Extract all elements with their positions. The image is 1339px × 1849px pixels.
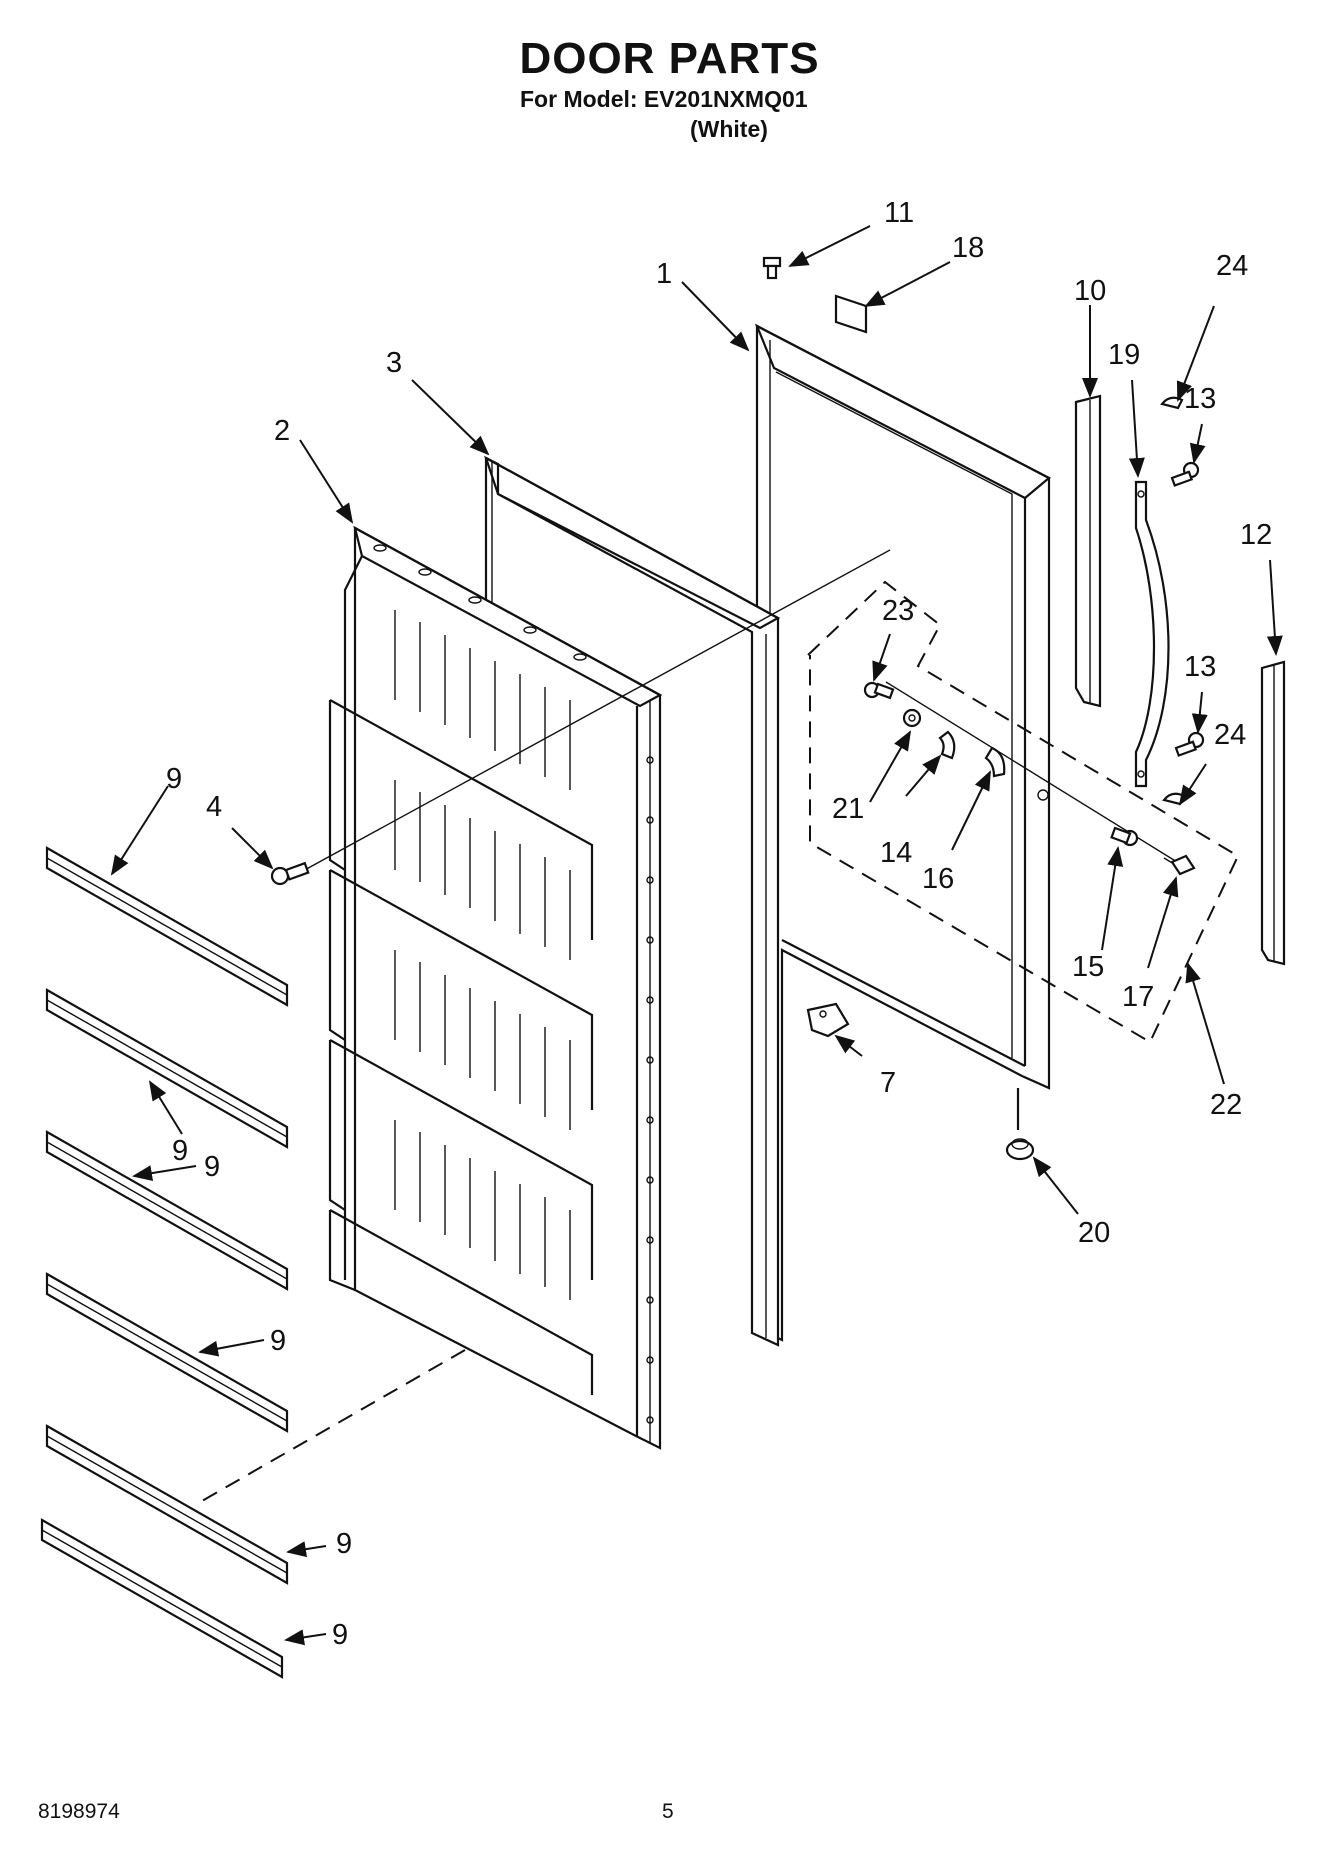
callout-14: 14 xyxy=(880,837,912,869)
callout-21: 21 xyxy=(832,793,864,825)
lock-screw xyxy=(863,681,895,700)
callout-9: 9 xyxy=(332,1619,348,1651)
callout-15: 15 xyxy=(1072,951,1104,983)
lock-key xyxy=(1163,854,1196,876)
callout-16: 16 xyxy=(922,863,954,895)
lock-washer xyxy=(902,708,922,728)
callout-13: 13 xyxy=(1184,651,1216,683)
callout-24: 24 xyxy=(1216,250,1248,282)
page-title: DOOR PARTS xyxy=(519,34,820,83)
handle-screw-top xyxy=(1170,461,1200,487)
breaker-strip xyxy=(40,1518,284,1679)
door-liner xyxy=(328,525,663,1450)
callout-2: 2 xyxy=(274,415,290,447)
breaker-strip xyxy=(45,1130,289,1291)
leader-lines xyxy=(110,225,1283,1646)
callout-24: 24 xyxy=(1214,719,1246,751)
breaker-strip xyxy=(45,1424,289,1585)
callout-9: 9 xyxy=(336,1528,352,1560)
door-label xyxy=(834,294,868,334)
callout-23: 23 xyxy=(882,595,914,627)
callout-9: 9 xyxy=(166,763,182,795)
callout-3: 3 xyxy=(386,347,402,379)
callout-10: 10 xyxy=(1074,275,1106,307)
callout-22: 22 xyxy=(1210,1089,1242,1121)
callout-7: 7 xyxy=(880,1067,896,1099)
breaker-strips xyxy=(40,846,289,1679)
callout-11: 11 xyxy=(884,197,914,229)
callout-12: 12 xyxy=(1240,519,1272,551)
door-trim-left xyxy=(1074,394,1102,708)
outer-door-panel xyxy=(754,323,1051,1342)
breaker-strip xyxy=(45,846,289,1007)
door-bushing xyxy=(1005,1138,1035,1161)
lock-bracket xyxy=(984,746,1006,778)
breaker-strip xyxy=(45,1272,289,1433)
door-handle xyxy=(1134,480,1170,788)
page-number: 5 xyxy=(662,1800,674,1823)
screw-axis-line xyxy=(289,549,891,879)
callout-9: 9 xyxy=(270,1325,286,1357)
lock-cam xyxy=(938,730,956,760)
breaker-strip xyxy=(45,988,289,1149)
door-trim-right xyxy=(1260,660,1286,966)
callout-18: 18 xyxy=(952,232,984,264)
lock-assembly-outline xyxy=(807,580,1240,1044)
model-line: For Model: EV201NXMQ01 xyxy=(520,86,808,112)
callout-9: 9 xyxy=(172,1135,188,1167)
document-number: 8198974 xyxy=(38,1800,120,1823)
handle-screw-bottom xyxy=(1174,731,1205,757)
callout-1: 1 xyxy=(656,258,672,290)
callout-9: 9 xyxy=(204,1151,220,1183)
callout-19: 19 xyxy=(1108,339,1140,371)
callout-4: 4 xyxy=(206,791,222,823)
callout-labels: 1 2 3 4 7 9 9 9 9 9 9 10 11 12 13 13 14 … xyxy=(166,197,1272,1651)
callout-20: 20 xyxy=(1078,1217,1110,1249)
model-variant: (White) xyxy=(690,116,768,142)
callout-17: 17 xyxy=(1122,981,1154,1013)
assembly-dashed-line xyxy=(194,1349,466,1506)
door-hinge xyxy=(806,1002,850,1038)
top-plug xyxy=(762,256,782,280)
lock-cylinder xyxy=(1110,826,1139,847)
liner-screw xyxy=(270,861,310,886)
callout-13: 13 xyxy=(1184,383,1216,415)
